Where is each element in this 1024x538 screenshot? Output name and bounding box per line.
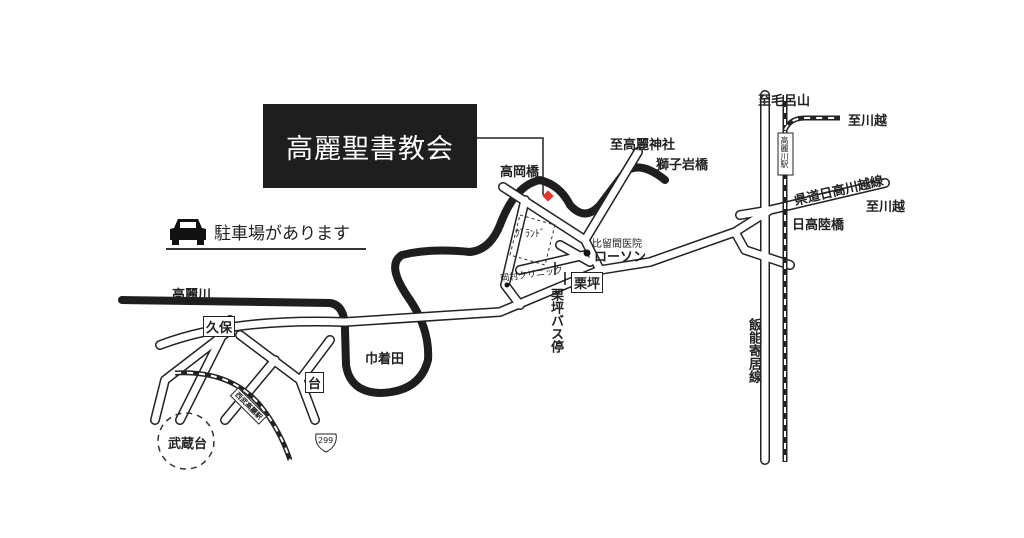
- kinchakuda-label: 巾着田: [365, 352, 405, 367]
- church-name-banner: 高麗聖書教会: [263, 104, 477, 188]
- to-kawagoe-label-2: 至川越: [866, 200, 906, 215]
- musashidai-area: [157, 412, 215, 470]
- ground-area: [509, 214, 556, 266]
- okamura-clinic-marker: [504, 282, 510, 288]
- lawson-label: ローソン: [594, 250, 647, 265]
- koma-gawa-station-box: [777, 132, 794, 176]
- koma-gawa-station-label: 高麗川駅: [780, 136, 789, 168]
- river-label: 高麗川: [172, 288, 212, 303]
- kuriyubo-bus-label: 栗坪バス停: [548, 288, 563, 353]
- roads: [150, 90, 890, 465]
- bus-stop-icon: [554, 262, 566, 285]
- parking-label: 駐車場があります: [214, 223, 350, 244]
- takaokabashi-label: 高岡橋: [500, 165, 540, 180]
- to-koma-shrine-label: 至高麗神社: [610, 138, 676, 153]
- parking-underline: [166, 248, 366, 250]
- parking-notice: 駐車場があります: [168, 216, 350, 246]
- lawson-marker: [583, 249, 591, 257]
- hiruma-clinic-label: 比留間医院: [592, 239, 642, 250]
- ground-label: ｸﾞﾗﾝﾄﾞ: [515, 229, 545, 240]
- hidaka-rikukyo-label: 日高陸橋: [792, 218, 845, 233]
- kubo-label: 久保: [203, 316, 236, 337]
- car-icon: [170, 219, 206, 245]
- to-kawagoe-label-1: 至川越: [848, 114, 888, 129]
- kuriyubo-label: 栗坪: [571, 272, 604, 293]
- to-moroyama-label: 至毛呂山: [758, 94, 811, 109]
- musashidai-label: 武蔵台: [168, 437, 208, 452]
- church-marker: [542, 190, 554, 202]
- route-299-label: 299: [318, 436, 334, 445]
- shishiiwabashi-label: 獅子岩橋: [656, 158, 709, 173]
- dai-label: 台: [305, 372, 325, 393]
- route-299-shield: [315, 433, 337, 453]
- hanno-yorii-label: 飯能寄居線: [746, 318, 761, 383]
- koma-river: [118, 163, 669, 397]
